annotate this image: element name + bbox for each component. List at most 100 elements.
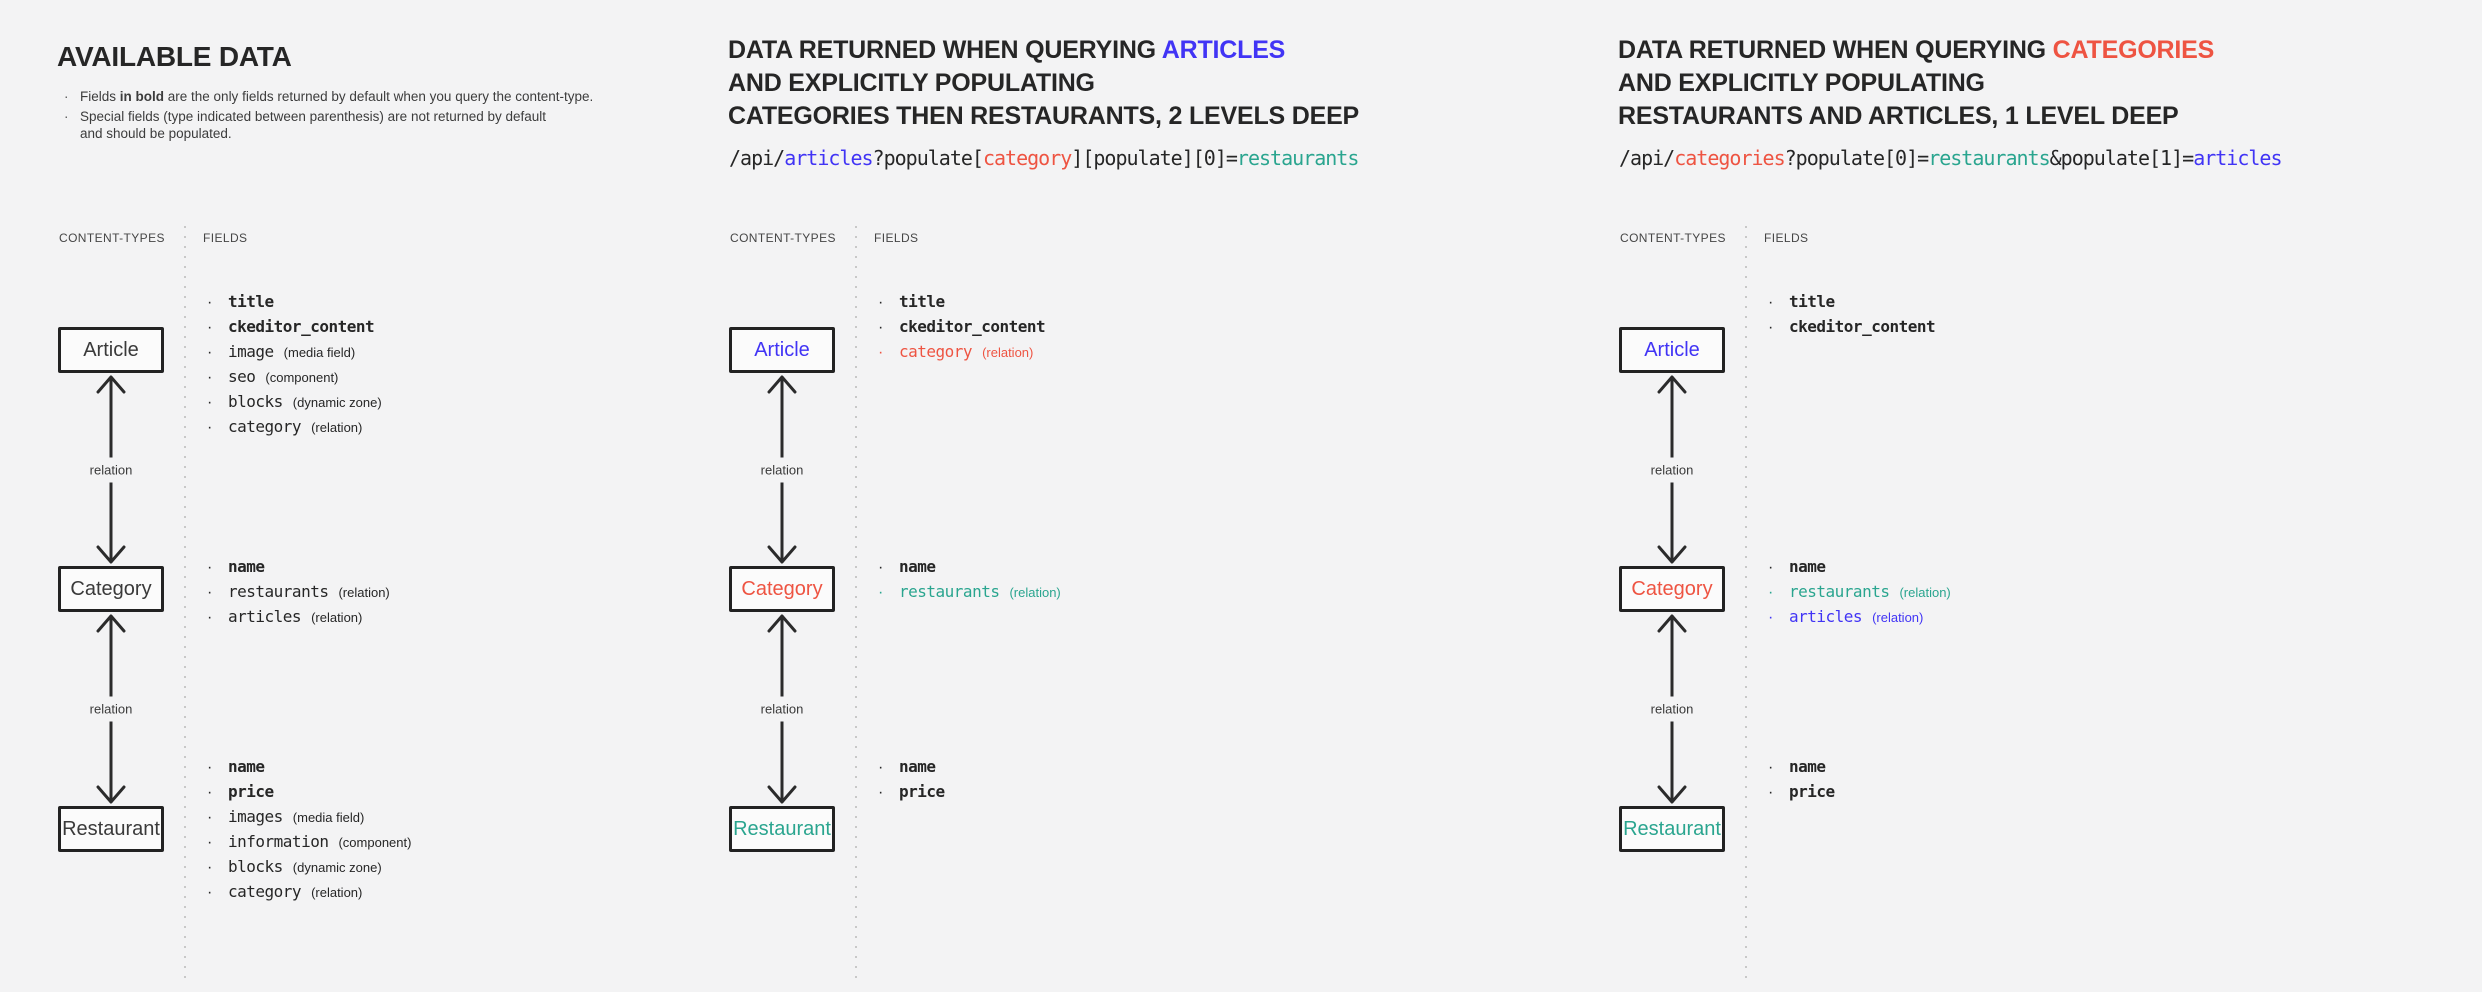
field-name: name xyxy=(228,757,265,776)
relation-arrow: relation xyxy=(86,612,136,806)
title-segment: CATEGORIES xyxy=(2052,36,2215,64)
title-segment: DATA RETURNED WHEN QUERYING xyxy=(728,36,1162,64)
bullet-icon: · xyxy=(207,784,213,801)
content-type-box: Category xyxy=(729,566,835,612)
content-type-box: Article xyxy=(1619,327,1725,373)
content-type-name: Restaurant xyxy=(1623,817,1721,840)
content-type-box: Category xyxy=(58,566,164,612)
title-segment: DATA RETURNED WHEN QUERYING xyxy=(1618,36,2053,64)
title-segment: AND EXPLICITLY POPULATING xyxy=(1618,69,1985,97)
field-name: name xyxy=(899,757,936,776)
content-type-name: Category xyxy=(70,577,152,600)
bullet-icon: · xyxy=(207,584,213,601)
panel-title: DATA RETURNED WHEN QUERYING ARTICLES AND … xyxy=(728,34,1359,133)
field-row: ·name xyxy=(207,557,265,577)
panel-title: AVAILABLE DATA xyxy=(57,40,292,73)
field-type: (media field) xyxy=(283,345,356,360)
api-query: /api/articles?populate[category][populat… xyxy=(729,146,1359,170)
bullet-icon: · xyxy=(207,419,213,436)
field-row: ·ckeditor_content xyxy=(207,317,375,337)
field-row: · price xyxy=(1768,782,1835,802)
field-name: price xyxy=(228,782,274,801)
api-token: categories xyxy=(1674,146,1785,170)
field-name: name xyxy=(1789,557,1826,576)
field-type: (relation) xyxy=(1009,585,1061,600)
relation-label: relation xyxy=(1647,696,1697,722)
api-token: /api/ xyxy=(729,146,785,170)
field-row: ·articles(relation) xyxy=(207,607,362,627)
field-name: name xyxy=(899,557,936,576)
field-type: (dynamic zone) xyxy=(292,860,382,875)
field-name: ckeditor_content xyxy=(228,317,375,336)
panel-title-line: CATEGORIES THEN RESTAURANTS, 2 LEVELS DE… xyxy=(728,100,1359,133)
field-row: ·articles(relation) xyxy=(1768,607,1923,627)
panel-title-line: AVAILABLE DATA xyxy=(57,40,292,73)
field-name: restaurants xyxy=(899,582,1000,601)
api-token: articles xyxy=(2193,146,2282,170)
field-name: ckeditor_content xyxy=(899,317,1046,336)
api-query: /api/categories?populate[0]=restaurants&… xyxy=(1619,146,2283,170)
api-token: restaurants xyxy=(1928,146,2050,170)
content-type-name: Category xyxy=(1631,577,1713,600)
title-segment: CATEGORIES THEN RESTAURANTS, 2 LEVELS DE… xyxy=(728,102,1360,130)
panel-title-line: AND EXPLICITLY POPULATING xyxy=(1618,67,2214,100)
bullet-icon: · xyxy=(1768,559,1774,576)
field-name: price xyxy=(1789,782,1835,801)
fields-label: FIELDS xyxy=(203,231,248,245)
api-token: articles xyxy=(784,146,873,170)
field-row: · name xyxy=(878,557,936,577)
bullet-icon: · xyxy=(207,834,213,851)
title-segment: ARTICLES xyxy=(1161,36,1286,64)
field-name: title xyxy=(1789,292,1835,311)
field-name: seo xyxy=(228,367,256,386)
fields-label: FIELDS xyxy=(1764,231,1809,245)
panel-title: DATA RETURNED WHEN QUERYING CATEGORIES AN… xyxy=(1618,34,2214,133)
bullet-icon: · xyxy=(1768,784,1774,801)
field-row: ·blocks(dynamic zone) xyxy=(207,392,382,412)
bullet-icon: · xyxy=(878,559,884,576)
content-type-box: Restaurant xyxy=(58,806,164,852)
field-type: (relation) xyxy=(1872,610,1924,625)
note-text: Special fields (type indicated between p… xyxy=(80,108,546,142)
bullet-icon: · xyxy=(207,294,213,311)
api-token: ?populate[0]= xyxy=(1784,146,1930,170)
field-name: articles xyxy=(1789,607,1863,626)
field-name: articles xyxy=(228,607,302,626)
panel-1: DATA RETURNED WHEN QUERYING ARTICLES AND … xyxy=(728,0,1608,992)
relation-arrow: relation xyxy=(757,373,807,566)
title-segment: RESTAURANTS AND ARTICLES, 1 LEVEL DEEP xyxy=(1618,102,2179,130)
column-separator xyxy=(855,226,857,984)
relation-arrow: relation xyxy=(86,373,136,566)
content-type-box: Article xyxy=(729,327,835,373)
panel-2: DATA RETURNED WHEN QUERYING CATEGORIES AN… xyxy=(1618,0,2478,992)
field-row: ·blocks(dynamic zone) xyxy=(207,857,382,877)
bullet-icon: · xyxy=(878,759,884,776)
field-row: ·category(relation) xyxy=(207,882,362,902)
relation-label: relation xyxy=(1647,457,1697,482)
field-type: (relation) xyxy=(311,885,363,900)
relation-label: relation xyxy=(757,457,807,482)
field-name: image xyxy=(228,342,274,361)
field-type: (media field) xyxy=(292,810,365,825)
field-row: ·ckeditor_content xyxy=(878,317,1046,337)
field-name: category xyxy=(899,342,973,361)
field-type: (relation) xyxy=(982,345,1034,360)
field-row: ·category(relation) xyxy=(207,417,362,437)
relation-label: relation xyxy=(86,457,136,482)
api-token: ][populate][0]= xyxy=(1071,146,1238,170)
field-row: ·name xyxy=(207,757,265,777)
note-segment: are the only fields returned by default … xyxy=(164,89,594,104)
bullet-icon: · xyxy=(207,809,213,826)
panel-title-line: AND EXPLICITLY POPULATING xyxy=(728,67,1359,100)
note-segment: in bold xyxy=(119,89,165,104)
bullet-icon: · xyxy=(207,394,213,411)
bullet-icon: · xyxy=(64,89,69,104)
field-name: category xyxy=(228,882,302,901)
relation-label: relation xyxy=(86,696,136,722)
field-type: (component) xyxy=(265,370,339,385)
content-types-label: CONTENT-TYPES xyxy=(730,231,836,245)
api-token: ?populate[ xyxy=(872,146,984,170)
field-row: ·name xyxy=(1768,757,1826,777)
field-row: ·information(component) xyxy=(207,832,411,852)
column-separator xyxy=(184,226,186,984)
